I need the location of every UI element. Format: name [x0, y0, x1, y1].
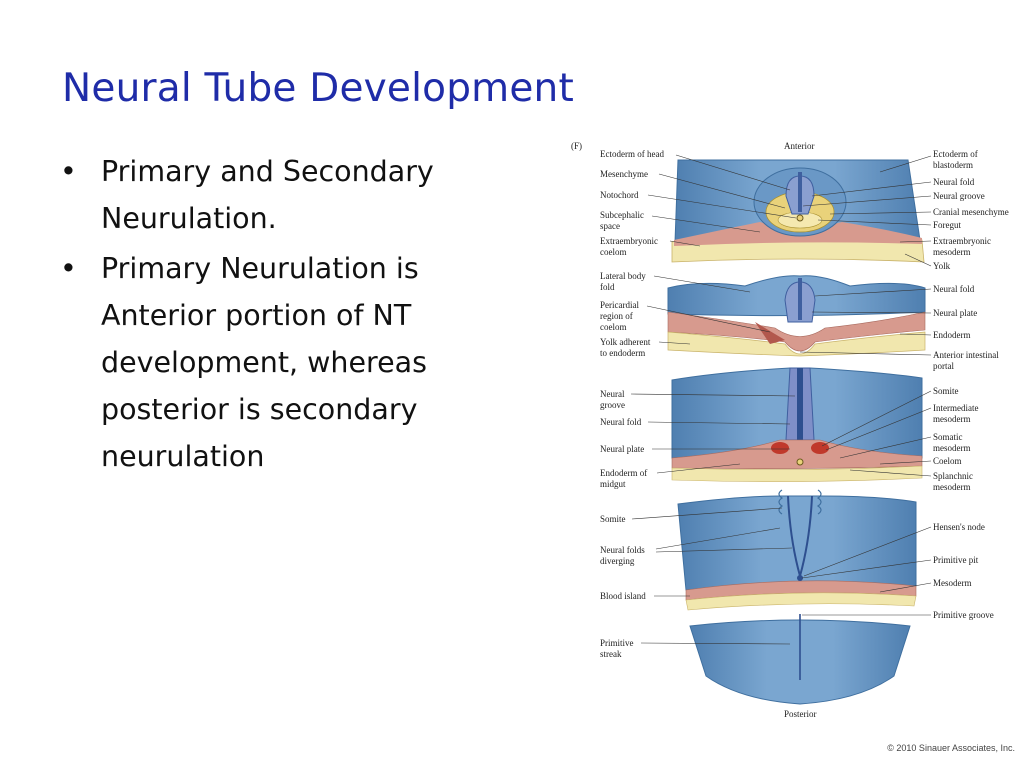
stage-3-yolk	[671, 465, 923, 482]
label-neural-folds-diverging-2: diverging	[600, 556, 635, 566]
right-labels: Ectoderm of blastoderm Neural fold Neura…	[933, 149, 1009, 620]
label-coelom: Coelom	[933, 456, 962, 466]
stage-4-yolk	[685, 592, 917, 611]
bullet-item: • Primary Neurulation is Anterior portio…	[58, 245, 498, 480]
left-leader-lines	[630, 154, 797, 645]
label-mesenchyme: Mesenchyme	[600, 169, 648, 179]
label-hensens-node: Hensen's node	[933, 522, 985, 532]
panel-letter: (F)	[571, 141, 582, 151]
label-splanchnic-2: mesoderm	[933, 482, 971, 492]
label-yolk: Yolk	[933, 261, 951, 271]
stage-5-section	[689, 614, 911, 705]
label-primitive-streak-2: streak	[600, 649, 622, 659]
label-extraemb-coelom-1: Extraembryonic	[600, 236, 658, 246]
label-cranial-mesenchyme: Cranial mesenchyme	[933, 207, 1009, 217]
label-ectoderm-blasto-1: Ectoderm of	[933, 149, 978, 159]
label-neural-fold-a: Neural fold	[933, 177, 975, 187]
label-pericardial-1: Pericardial	[600, 300, 639, 310]
bullet-item: • Primary and Secondary Neurulation.	[58, 148, 498, 242]
label-somite-right: Somite	[933, 386, 959, 396]
label-endoderm-midgut-1: Endoderm of	[600, 468, 647, 478]
label-notochord: Notochord	[600, 190, 639, 200]
anterior-label: Anterior	[784, 141, 815, 151]
label-endoderm-midgut-2: midgut	[600, 479, 626, 489]
label-extraemb-coelom-2: coelom	[600, 247, 627, 257]
bullet-list: • Primary and Secondary Neurulation. • P…	[58, 148, 498, 483]
pericardial-coelom	[755, 322, 785, 344]
somite-stage-4-left	[778, 489, 784, 515]
neural-groove-stage-2	[798, 278, 802, 320]
label-lateral-body-1: Lateral body	[600, 271, 646, 281]
label-intermediate-1: Intermediate	[933, 403, 978, 413]
somite-stage-4-right	[816, 489, 822, 515]
label-extraemb-meso-1: Extraembryonic	[933, 236, 991, 246]
stage-3-mesoderm	[671, 439, 923, 469]
neurulation-diagram: (F) Anterior Posterior	[571, 141, 1009, 719]
neural-groove-head	[798, 172, 802, 212]
label-lateral-body-2: fold	[600, 282, 615, 292]
label-ant-intestinal-1: Anterior intestinal	[933, 350, 999, 360]
bullet-dot-icon: •	[60, 155, 77, 188]
label-somite-left: Somite	[600, 514, 626, 524]
label-neural-fold-b: Neural fold	[933, 284, 975, 294]
label-yolk-adherent-1: Yolk adherent	[600, 337, 651, 347]
label-neural-plate: Neural plate	[600, 444, 644, 454]
bullet-text: Primary and Secondary Neurulation.	[101, 155, 434, 235]
bullet-text: Primary Neurulation is Anterior portion …	[101, 252, 427, 473]
label-foregut: Foregut	[933, 220, 961, 230]
label-ectoderm-blasto-2: blastoderm	[933, 160, 973, 170]
label-primitive-pit: Primitive pit	[933, 555, 979, 565]
label-neural-groove-2: groove	[600, 400, 625, 410]
copyright-notice: © 2010 Sinauer Associates, Inc.	[887, 743, 1015, 753]
right-leader-lines	[799, 155, 932, 616]
stage-4-sheet	[677, 495, 917, 591]
posterior-label: Posterior	[784, 709, 817, 719]
label-neural-fold: Neural fold	[600, 417, 642, 427]
stage-1-section	[671, 159, 925, 263]
label-pericardial-2: region of	[600, 311, 633, 321]
label-neural-plate-right: Neural plate	[933, 308, 977, 318]
label-subcephalic-2: space	[600, 221, 620, 231]
label-primitive-streak-1: Primitive	[600, 638, 634, 648]
label-blood-island: Blood island	[600, 591, 646, 601]
label-neural-groove-right: Neural groove	[933, 191, 985, 201]
stage-2-section	[667, 275, 926, 357]
label-splanchnic-1: Splanchnic	[933, 471, 973, 481]
label-somatic-2: mesoderm	[933, 443, 971, 453]
label-subcephalic-1: Subcephalic	[600, 210, 644, 220]
label-intermediate-2: mesoderm	[933, 414, 971, 424]
label-extraemb-meso-2: mesoderm	[933, 247, 971, 257]
left-labels: Ectoderm of head Mesenchyme Notochord Su…	[600, 149, 664, 659]
label-yolk-adherent-2: to endoderm	[600, 348, 645, 358]
label-neural-groove-1: Neural	[600, 389, 625, 399]
label-ant-intestinal-2: portal	[933, 361, 954, 371]
stage-4-section	[677, 489, 917, 611]
neural-groove-stage-3	[797, 368, 803, 448]
notochord-stage-3	[796, 458, 804, 466]
notochord-head	[796, 214, 804, 222]
somite-stage-3-left	[771, 442, 789, 454]
label-endoderm: Endoderm	[933, 330, 971, 340]
slide-title: Neural Tube Development	[62, 66, 574, 111]
bullet-dot-icon: •	[60, 252, 77, 285]
label-primitive-groove: Primitive groove	[933, 610, 994, 620]
label-ectoderm-head: Ectoderm of head	[600, 149, 664, 159]
hensens-node	[797, 575, 803, 581]
label-somatic-1: Somatic	[933, 432, 963, 442]
label-pericardial-3: coelom	[600, 322, 627, 332]
label-neural-folds-diverging-1: Neural folds	[600, 545, 645, 555]
label-mesoderm: Mesoderm	[933, 578, 972, 588]
stage-3-section	[671, 367, 923, 482]
